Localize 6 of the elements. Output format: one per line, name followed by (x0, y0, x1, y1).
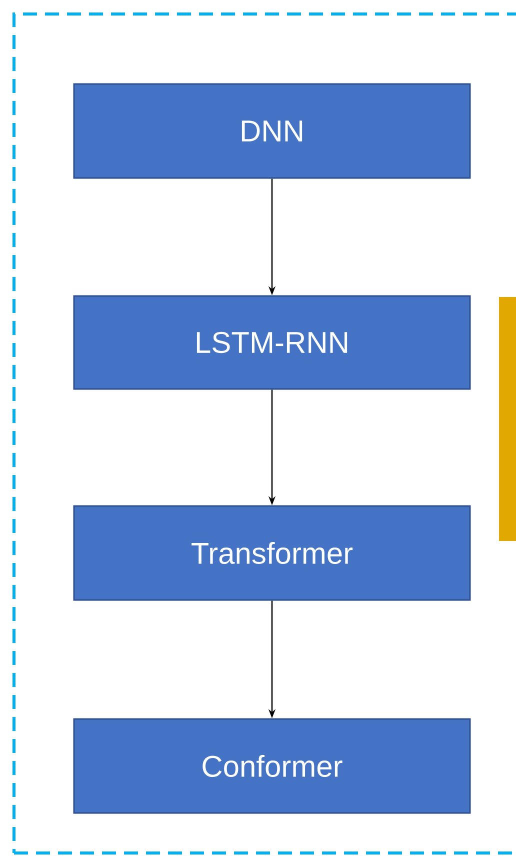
side-bar (499, 297, 516, 541)
process-box: LSTM-RNN (73, 295, 471, 390)
process-box: Conformer (73, 718, 471, 814)
process-box: Transformer (73, 505, 471, 601)
process-box: DNN (73, 83, 471, 179)
dashed-frame (12, 12, 516, 854)
